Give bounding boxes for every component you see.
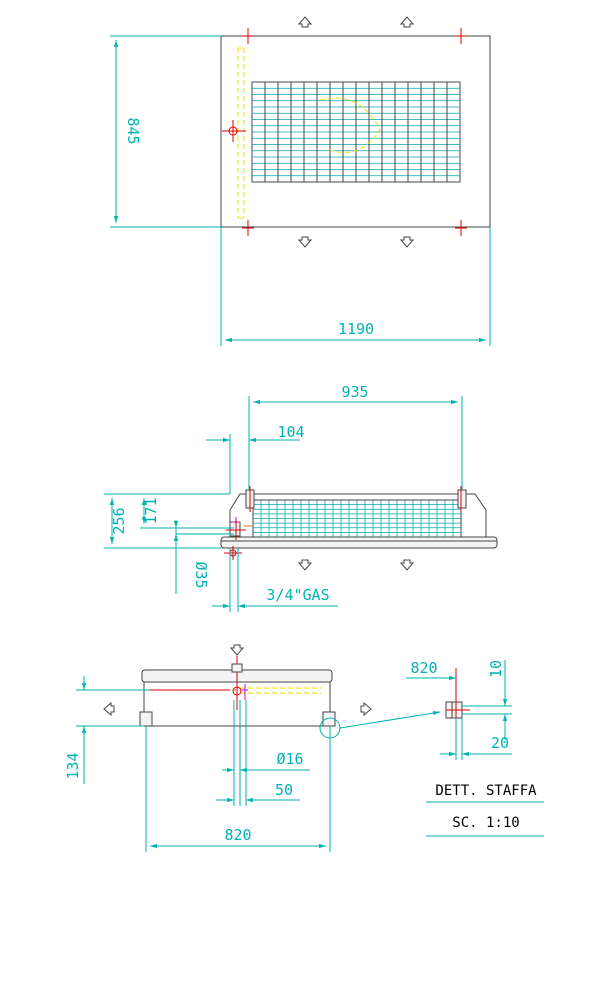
dimension-text-935: 935 bbox=[341, 383, 368, 401]
dimension-detail-width: 820 bbox=[406, 659, 456, 681]
dimension-text-820: 820 bbox=[224, 826, 251, 844]
detail-title: DETT. STAFFA bbox=[435, 783, 537, 799]
dimension-text-134: 134 bbox=[64, 752, 82, 779]
front-view-pipe-connection bbox=[176, 517, 252, 560]
top-view: 845 1190 bbox=[110, 16, 491, 346]
arrow-down-icon bbox=[297, 559, 313, 571]
dimension-text-detail-820: 820 bbox=[410, 659, 437, 677]
dimension-side-width: 820 bbox=[145, 726, 331, 852]
arrow-down-icon bbox=[399, 559, 415, 571]
arrow-down-icon bbox=[399, 236, 415, 248]
top-view-mounting-points bbox=[222, 28, 467, 236]
arrow-down-icon bbox=[229, 644, 245, 656]
dimension-top-height: 845 bbox=[110, 35, 221, 228]
top-view-airflow-arrows bbox=[297, 16, 415, 248]
top-view-outer-frame bbox=[220, 35, 491, 228]
front-view-body bbox=[229, 493, 487, 537]
dimension-top-width: 1190 bbox=[220, 227, 491, 346]
arrow-right-icon bbox=[360, 701, 372, 717]
dimension-front-heights: 256 171 bbox=[104, 493, 230, 549]
dimension-text-20: 20 bbox=[491, 734, 509, 752]
dimension-text-gas: 3/4"GAS bbox=[266, 586, 329, 604]
front-view-airflow-arrows bbox=[297, 559, 415, 571]
front-view: 935 104 256 171 Ø35 bbox=[104, 383, 498, 612]
top-view-hidden-pipe bbox=[237, 47, 245, 219]
dimension-text-845: 845 bbox=[124, 117, 142, 144]
top-view-coil bbox=[251, 81, 461, 183]
arrow-down-icon bbox=[297, 236, 313, 248]
arrow-left-icon bbox=[103, 701, 115, 717]
front-view-drip-tray bbox=[220, 536, 498, 549]
arrow-up-icon bbox=[399, 16, 415, 28]
dimension-detail-slot: 20 bbox=[440, 718, 512, 760]
dimension-text-50: 50 bbox=[275, 781, 293, 799]
dimension-drain-offset: 50 bbox=[216, 781, 300, 803]
dimension-side-height: 134 bbox=[64, 676, 150, 784]
bracket-detail: 820 10 20 DETT. STAFFA SC. 1:10 bbox=[406, 659, 544, 837]
dimension-text-10: 10 bbox=[487, 660, 505, 678]
dimension-text-diameter-35: Ø35 bbox=[192, 561, 210, 588]
arrow-up-icon bbox=[297, 16, 313, 28]
dimension-front-inner-width: 935 bbox=[248, 383, 463, 490]
dimension-text-1190: 1190 bbox=[338, 320, 374, 338]
dimension-detail-height: 10 bbox=[462, 660, 512, 740]
dimension-pipe-diameter: Ø35 bbox=[173, 520, 210, 594]
dimension-gas-connection: 3/4"GAS bbox=[212, 548, 338, 612]
dimension-text-256: 256 bbox=[110, 507, 128, 534]
front-view-coil bbox=[252, 499, 462, 538]
side-view-drain bbox=[231, 656, 248, 806]
side-view-airflow-arrows bbox=[103, 644, 372, 717]
detail-scale: SC. 1:10 bbox=[452, 815, 519, 831]
dimension-front-offset: 104 bbox=[206, 423, 305, 494]
dimension-text-104: 104 bbox=[277, 423, 304, 441]
dimension-drain-diameter: Ø16 bbox=[222, 750, 310, 773]
dimension-text-171: 171 bbox=[142, 497, 160, 524]
side-view: 134 820 Ø16 50 bbox=[64, 644, 441, 852]
detail-callout bbox=[319, 711, 441, 739]
dimension-text-diameter-16: Ø16 bbox=[276, 750, 303, 768]
